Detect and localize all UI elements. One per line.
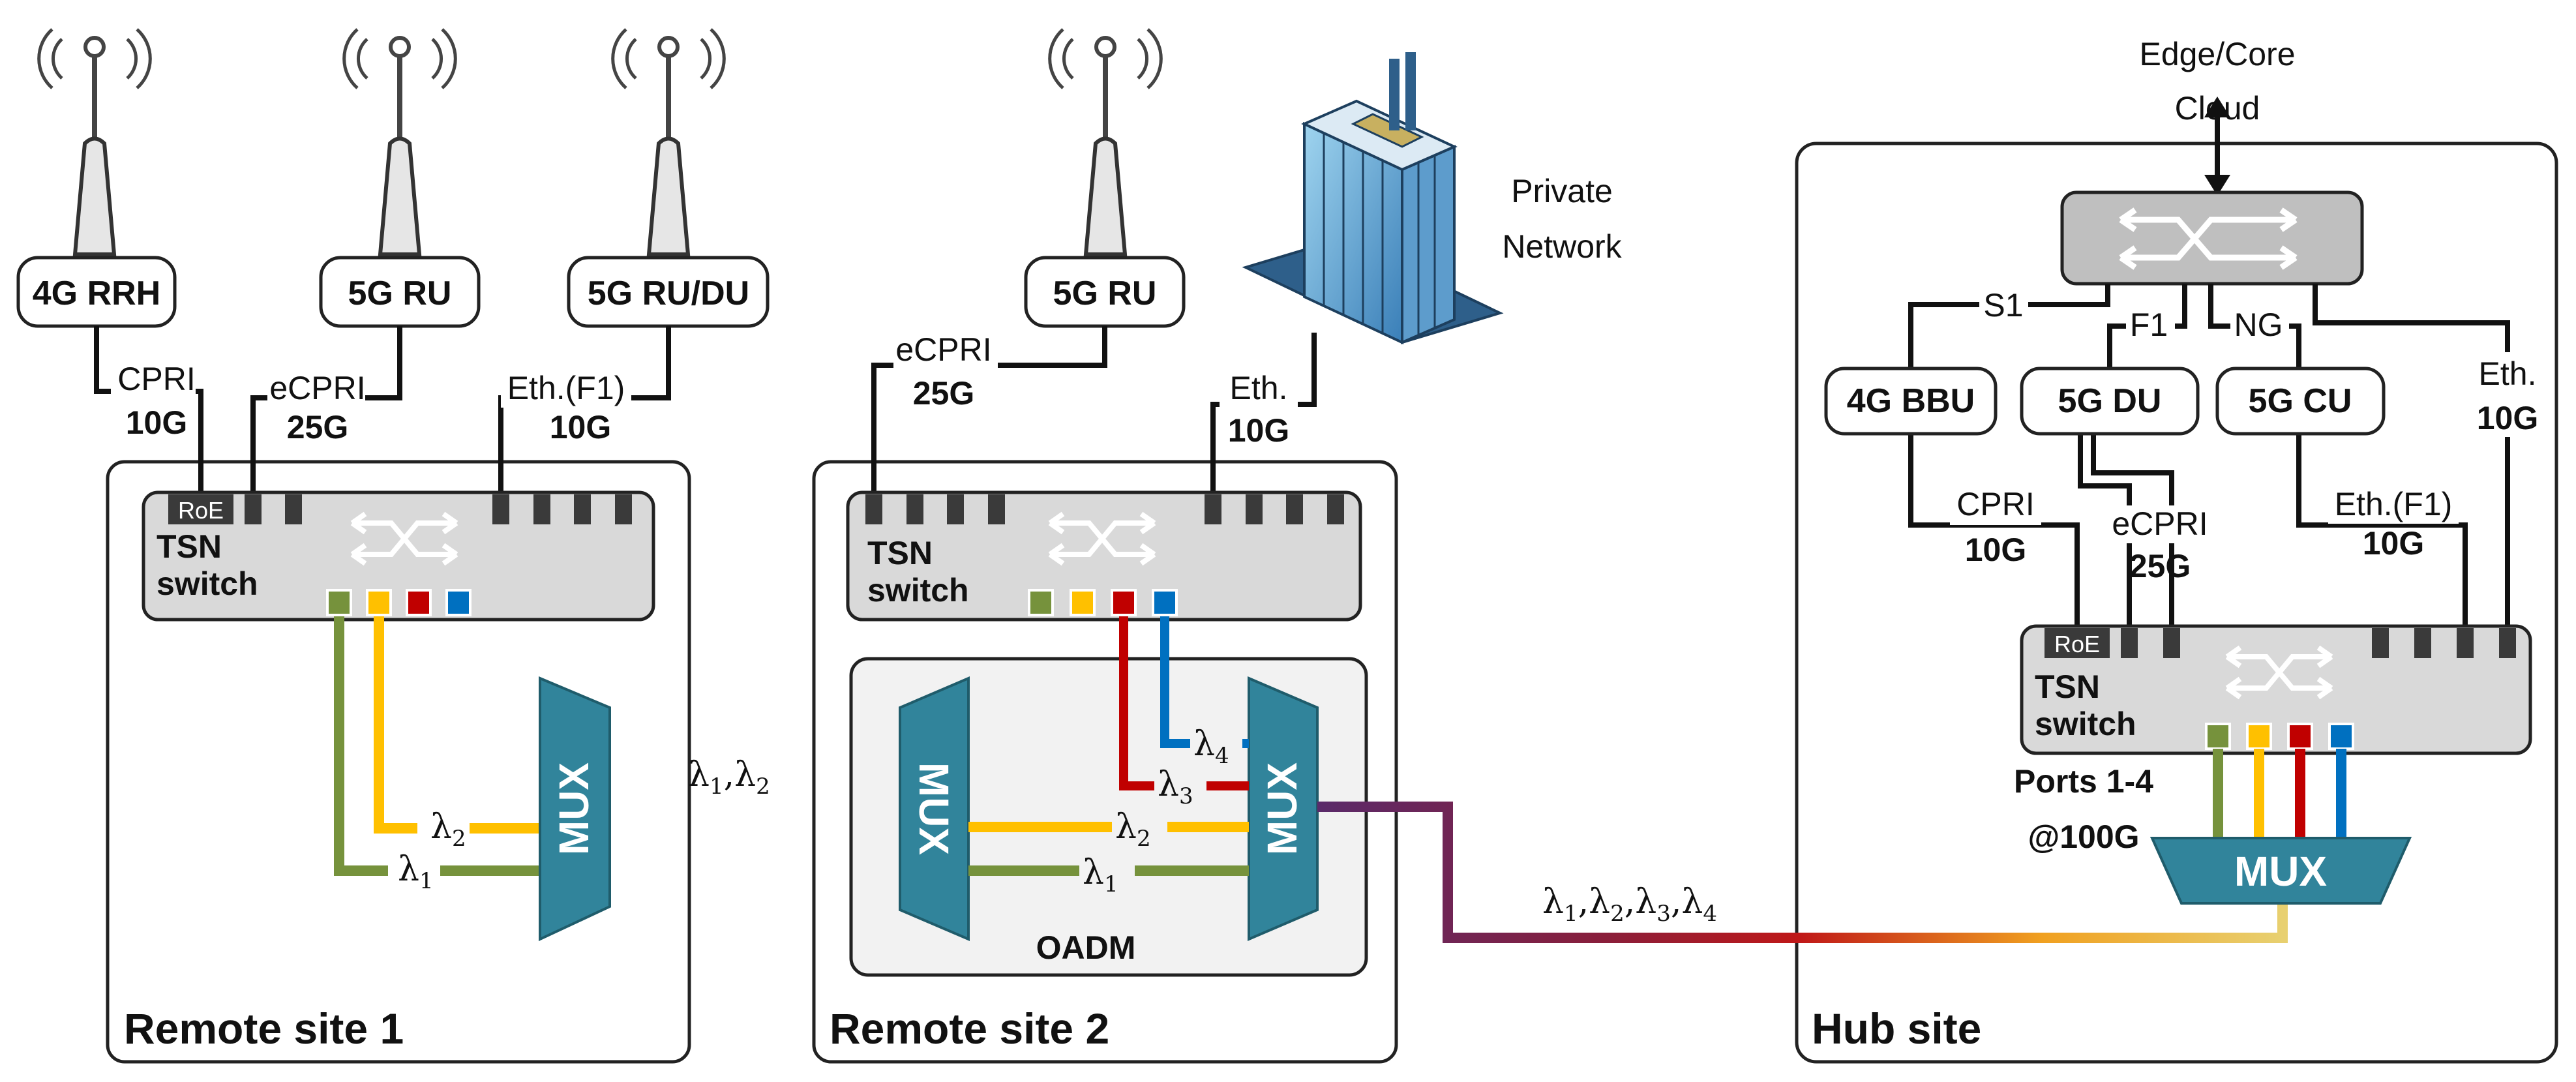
edge-cloud-label: Edge/Core	[2139, 36, 2295, 72]
tsn-label: switch	[2035, 706, 2136, 742]
antenna-icon-2	[342, 28, 457, 256]
mux-hub: MUX	[2149, 837, 2412, 905]
ports-label: Ports 1-4	[2014, 763, 2153, 800]
tsn-switch-1: RoE TSN switch	[142, 490, 655, 622]
lambda-3-label: λ3	[1158, 765, 1193, 809]
roe-label: RoE	[178, 497, 224, 524]
roe-port	[168, 494, 233, 524]
remote-site-1-title: Remote site 1	[124, 1004, 404, 1053]
lambda-4-label: λ4	[1193, 725, 1229, 769]
building-icon	[1242, 52, 1504, 345]
link-eth-label: Eth.	[2479, 355, 2537, 392]
lambda-12-label: λ1,λ2	[688, 755, 770, 800]
tsn-label: TSN	[867, 535, 933, 571]
tsn-switch-hub: RoE TSN switch	[2020, 624, 2532, 755]
link-rate-label: 10G	[2477, 400, 2539, 436]
link-rate-label: 10G	[2363, 525, 2425, 562]
interface-f1-label: F1	[2130, 307, 2168, 343]
lambda-1-label: λ1	[1083, 853, 1118, 897]
link-ecpri-label: eCPRI	[895, 331, 991, 368]
tsn-label: switch	[157, 565, 258, 602]
bidirectional-arrow-icon	[2204, 97, 2230, 196]
switch-arrows-icon	[2119, 207, 2298, 270]
rrh-4g-box: 4G RRH	[16, 256, 177, 328]
link-cpri-label: CPRI	[117, 361, 195, 397]
link-rate-label: 25G	[2129, 548, 2191, 584]
rrh-4g-label: 4G RRH	[33, 275, 160, 312]
ru-5g-label: 5G RU	[348, 275, 452, 312]
du-5g-label: 5G DU	[2058, 382, 2162, 420]
remote-site-2-title: Remote site 2	[830, 1004, 1109, 1053]
mux-2b: MUX	[1248, 676, 1319, 942]
switch-arrows-icon	[1048, 511, 1156, 566]
link-rate-label: 25G	[913, 375, 975, 412]
switch-arrows-icon	[350, 511, 458, 566]
link-f1-label: Eth.(F1)	[507, 370, 625, 406]
switch-arrows-icon	[2225, 645, 2333, 700]
interface-ng-label: NG	[2234, 307, 2283, 343]
lambda-2-label: λ2	[1115, 807, 1151, 852]
ru-du-5g-label: 5G RU/DU	[588, 275, 749, 312]
private-network-label: Private	[1511, 173, 1613, 209]
private-network-label: Network	[1502, 228, 1622, 265]
roe-label: RoE	[2054, 631, 2100, 657]
ru-5g-box-1: 5G RU	[319, 256, 481, 328]
link-ecpri-label: eCPRI	[2112, 505, 2208, 542]
core-switch	[2060, 190, 2364, 286]
link-ecpri-label: eCPRI	[269, 370, 365, 406]
ru-5g-label: 5G RU	[1053, 275, 1157, 312]
link-f1-label: Eth.(F1)	[2335, 486, 2453, 522]
hub-site-title: Hub site	[1812, 1004, 1981, 1053]
du-5g-box: 5G DU	[2020, 367, 2200, 436]
mux-2a: MUX	[899, 676, 970, 942]
ru-5g-box-2: 5G RU	[1024, 256, 1186, 328]
mux-label: MUX	[550, 762, 597, 856]
cu-5g-box: 5G CU	[2215, 367, 2386, 436]
mux-label: MUX	[1259, 762, 1306, 856]
oadm-label: OADM	[1036, 929, 1136, 966]
cu-5g-label: 5G CU	[2249, 382, 2352, 420]
link-rate-label: 10G	[126, 404, 188, 441]
link-rate-label: 10G	[1228, 412, 1290, 449]
tsn-label: TSN	[2035, 669, 2100, 705]
mux-label: MUX	[2234, 848, 2328, 895]
antenna-icon-1	[37, 28, 152, 256]
antenna-icon-3	[611, 28, 726, 256]
tsn-label: TSN	[157, 528, 222, 565]
ru-du-5g-box: 5G RU/DU	[567, 256, 770, 328]
tsn-label: switch	[867, 572, 969, 609]
interface-s1-label: S1	[1983, 287, 2023, 323]
lambda-1234-label: λ1,λ2,λ3,λ4	[1542, 882, 1717, 927]
bbu-4g-label: 4G BBU	[1847, 382, 1975, 420]
link-rate-label: 10G	[1965, 532, 2027, 568]
antenna-icon-4	[1048, 28, 1163, 256]
mux-label: MUX	[910, 762, 957, 856]
tsn-switch-2: TSN switch	[846, 490, 1362, 622]
bbu-4g-box: 4G BBU	[1824, 367, 1998, 436]
mux-1: MUX	[539, 676, 611, 942]
ports-label: @100G	[2028, 819, 2139, 855]
lambda-1-label: λ1	[398, 850, 434, 894]
link-cpri-label: CPRI	[1956, 486, 2034, 522]
roe-port	[2044, 628, 2110, 658]
link-rate-label: 25G	[287, 409, 349, 445]
link-eth-label: Eth.	[1230, 370, 1288, 406]
link-rate-label: 10G	[550, 409, 612, 445]
lambda-2-label: λ2	[430, 807, 466, 852]
